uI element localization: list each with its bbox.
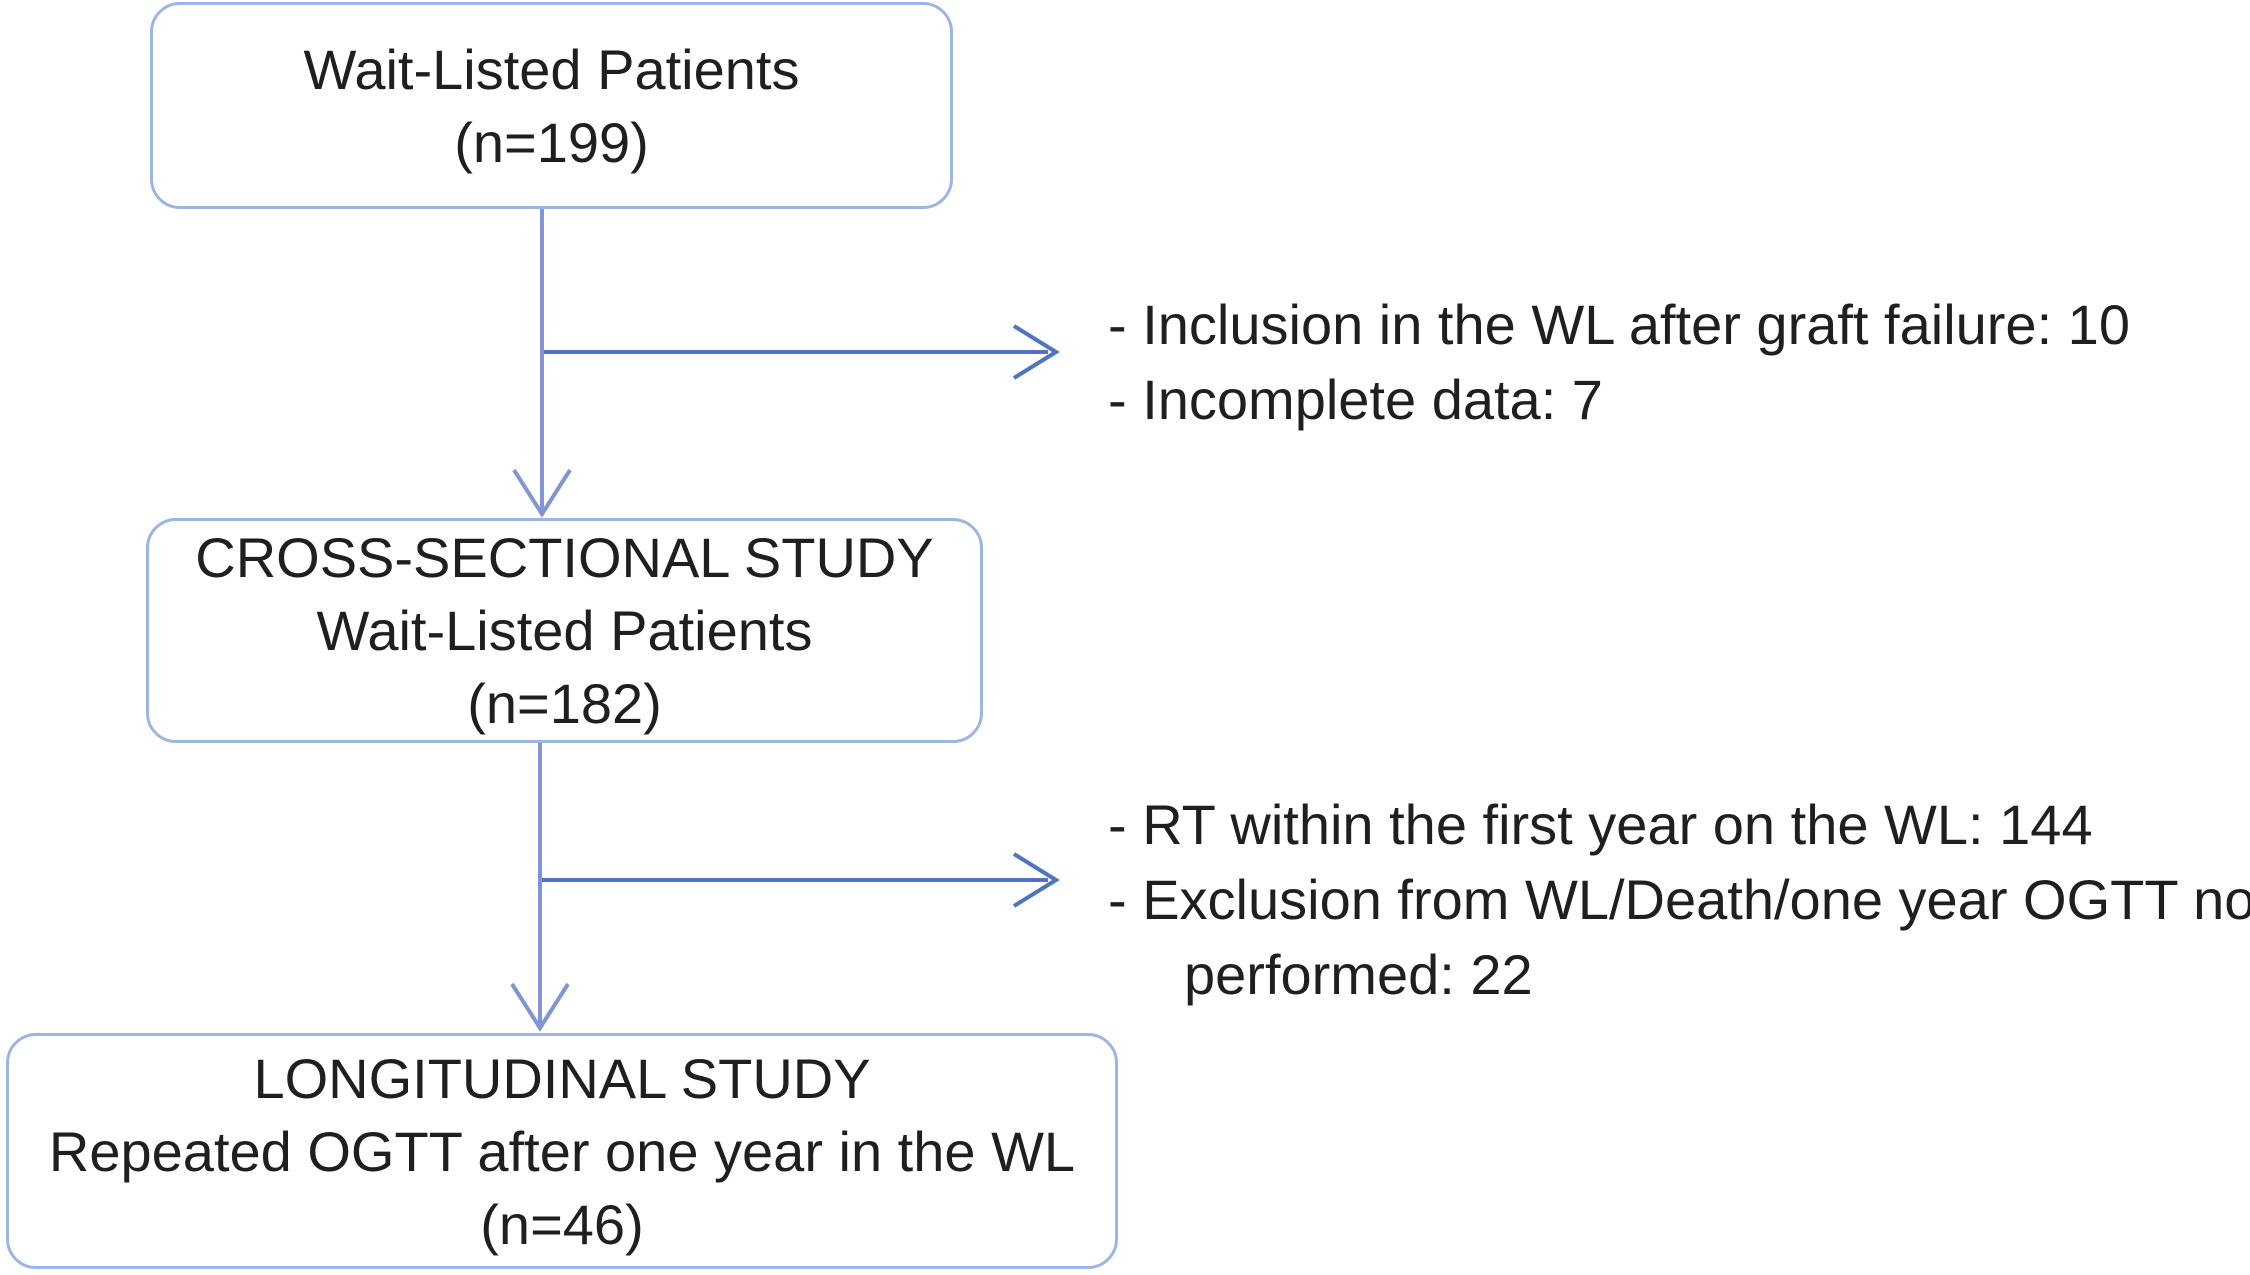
note-line: - Exclusion from WL/Death/one year OGTT … bbox=[1108, 868, 2250, 931]
note-line: performed: 22 bbox=[1184, 943, 1533, 1006]
box-title: LONGITUDINAL STUDY bbox=[253, 1046, 871, 1110]
box-title: Wait-Listed Patients bbox=[303, 37, 800, 101]
arrowhead-right-icon bbox=[1012, 852, 1060, 908]
side-note-exclusions-1: - Inclusion in the WL after graft failur… bbox=[1108, 287, 2130, 437]
arrowhead-down-icon bbox=[510, 982, 570, 1032]
arrow-right-branch-1 bbox=[544, 324, 1060, 380]
note-line: - Incomplete data: 7 bbox=[1108, 368, 1603, 431]
box-subtitle: Wait-Listed Patients bbox=[316, 599, 813, 662]
arrow-down-box2-to-box3 bbox=[510, 743, 570, 1032]
arrow-down-box1-to-box2 bbox=[512, 209, 572, 518]
note-line: - Inclusion in the WL after graft failur… bbox=[1108, 293, 2130, 356]
flow-box-longitudinal-study: LONGITUDINAL STUDY Repeated OGTT after o… bbox=[6, 1033, 1118, 1269]
arrowhead-down-icon bbox=[512, 468, 572, 518]
arrow-right-branch-2 bbox=[542, 852, 1060, 908]
flow-box-wait-listed-patients: Wait-Listed Patients (n=199) bbox=[150, 2, 953, 209]
box-subtitle: Repeated OGTT after one year in the WL bbox=[48, 1119, 1076, 1183]
box-n-count: (n=46) bbox=[480, 1192, 644, 1256]
arrowhead-right-icon bbox=[1012, 324, 1060, 380]
side-note-exclusions-2: - RT within the first year on the WL: 14… bbox=[1108, 787, 2250, 1012]
box-title: CROSS-SECTIONAL STUDY bbox=[195, 526, 934, 589]
box-n-count: (n=199) bbox=[454, 110, 649, 174]
box-n-count: (n=182) bbox=[467, 672, 662, 735]
note-line: - RT within the first year on the WL: 14… bbox=[1108, 793, 2093, 856]
flow-box-cross-sectional-study: CROSS-SECTIONAL STUDY Wait-Listed Patien… bbox=[146, 518, 983, 743]
